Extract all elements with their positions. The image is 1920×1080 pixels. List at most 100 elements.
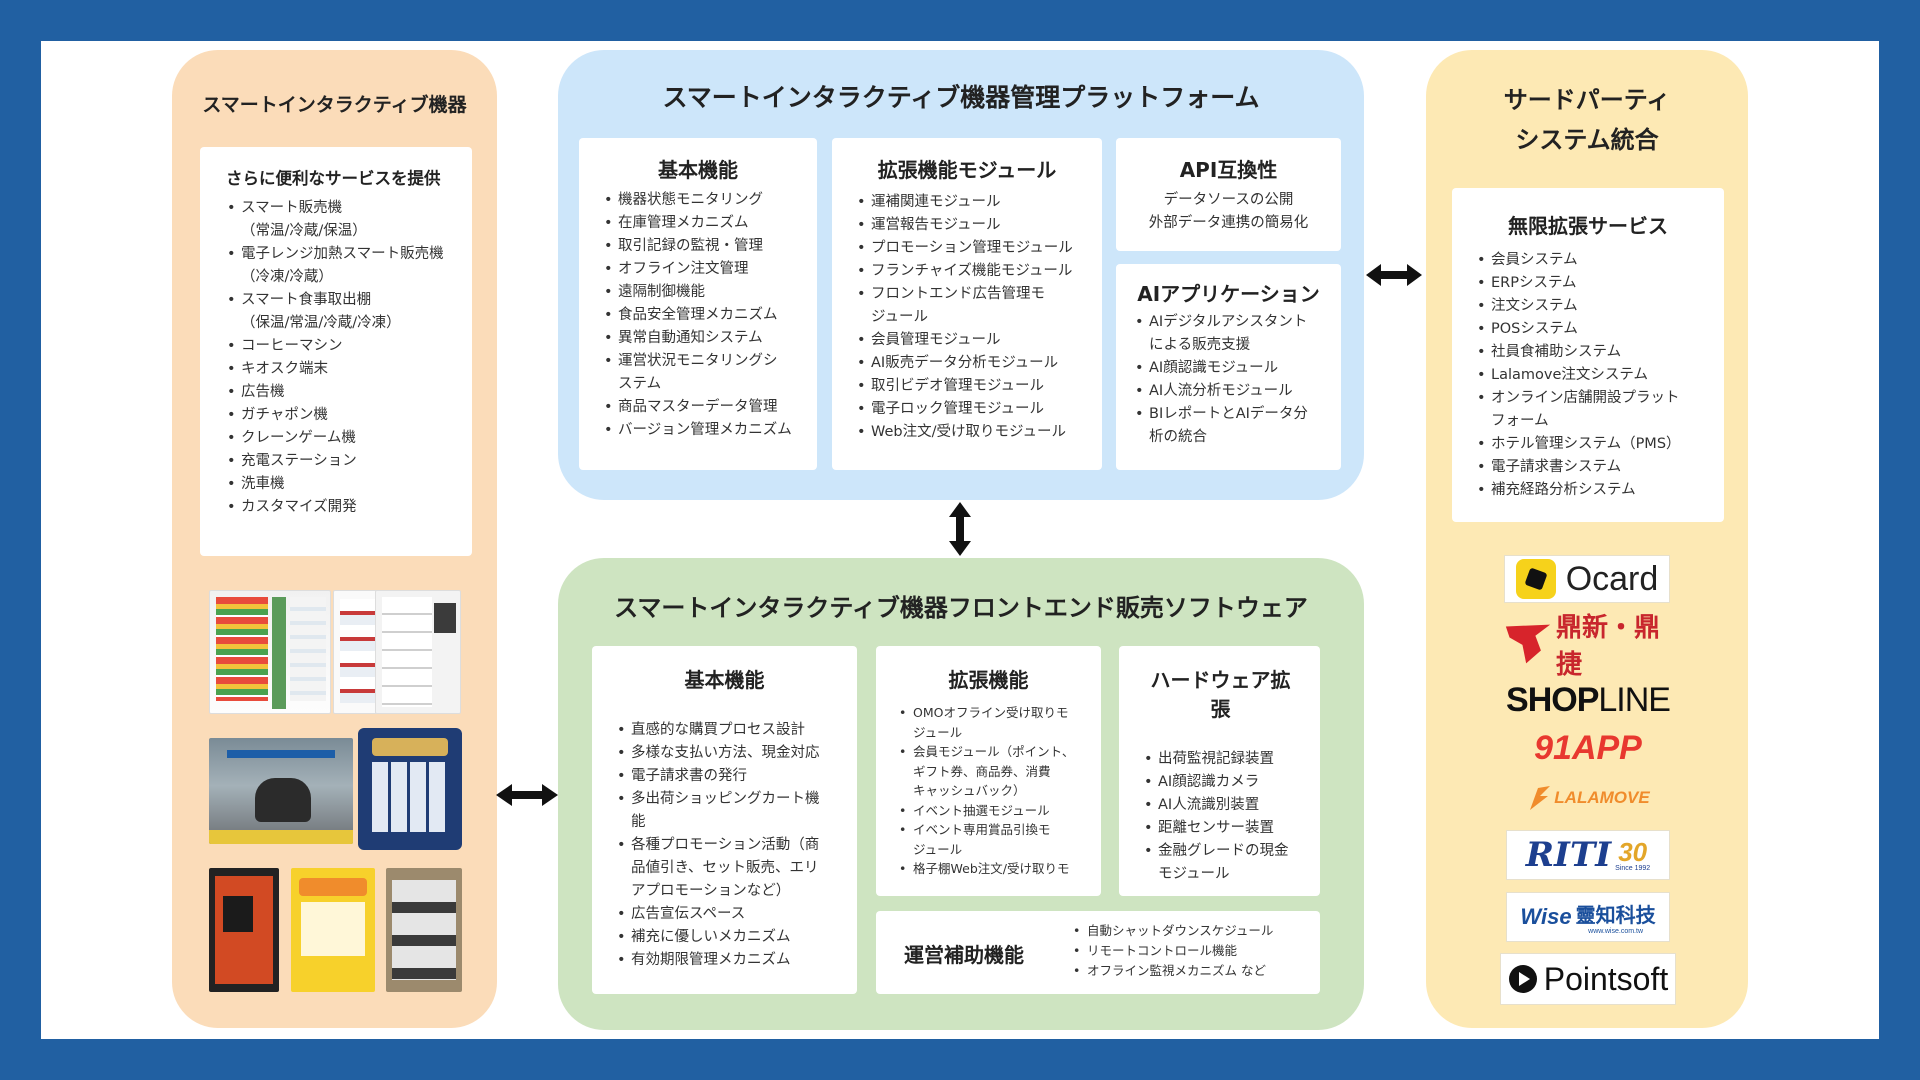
device-list-item: 充電ステーション [226,450,458,473]
lalamove-text: LALAMOVE [1554,788,1650,807]
unlimited-services-list: 会員システムERPシステム注文システムPOSシステム社員食補助システムLalam… [1476,249,1718,502]
dingxin-text: 鼎新・鼎捷 [1556,613,1661,680]
frontend-ext-list: OMOオフライン受け取りモ ジュール会員モジュール（ポイント、 ギフト券、商品券… [898,703,1097,879]
frontend-ext-item: 格子棚Web注文/受け取りモ [898,859,1097,879]
right-bidirectional-arrow [1366,264,1422,286]
ai-list: AIデジタルアシスタント による販売支援AI顔認識モジュールAI人流分析モジュー… [1134,311,1335,449]
hardware-item: 金融グレードの現金 モジュール [1143,840,1316,886]
frontend-software-panel: スマートインタラクティブ機器フロントエンド販売ソフトウェア 基本機能 直感的な購… [558,558,1364,1030]
claw-machine-photo [291,868,375,992]
device-list-item: クレーンゲーム機 [226,427,458,450]
hardware-title: ハードウェア拡張 [1150,668,1291,721]
platform-ext-card: 拡張機能モジュール 運補関連モジュール運営報告モジュールプロモーション管理モジュ… [832,138,1102,470]
ocard-icon [1515,559,1556,599]
ops-item: リモートコントロール機能 [1072,941,1273,961]
wise-url: www.wise.com.tw [1588,928,1643,935]
gachapon-tower-photo [358,728,462,850]
third-party-column: サードパーティ システム統合 無限拡張サービス 会員システムERPシステム注文シ… [1426,50,1748,1028]
ai-item: AIデジタルアシスタント による販売支援 [1134,311,1335,357]
riti-30: 30 [1618,836,1648,867]
platform-basic-item: 遠隔制御機能 [603,281,807,304]
frontend-basic-item: 各種プロモーション活動（商 品値引き、セット販売、エリ アプロモーションなど） [616,834,851,903]
wise-name-block: 靈知科技 www.wise.com.tw [1576,899,1656,935]
platform-basic-item: 食品安全管理メカニズム [603,304,807,327]
riti-text: RITI [1525,835,1612,875]
pointsoft-text: Pointsoft [1543,960,1669,997]
frontend-software-title: スマートインタラクティブ機器フロントエンド販売ソフトウェア [614,594,1308,622]
device-list-item: スマート販売機 （常温/冷蔵/保温） [226,197,458,243]
third-party-item: 注文システム [1476,295,1718,318]
ops-card: 運営補助機能 自動シャットダウンスケジュールリモートコントロール機能オフライン監… [876,911,1320,994]
car-wash-photo [209,738,353,844]
devices-card-title: さらに便利なサービスを提供 [226,169,441,188]
ops-item: 自動シャットダウンスケジュール [1072,921,1273,941]
vending-machine-photo [209,590,331,714]
lalamove-icon [1530,786,1551,810]
wise-chinese: 靈知科技 [1575,903,1656,927]
third-party-item: オンライン店舗開設プラット フォーム [1476,387,1718,433]
hardware-item: AI顔認識カメラ [1143,771,1316,794]
platform-basic-item: バージョン管理メカニズム [603,419,807,442]
frontend-basic-item: 直感的な購買プロセス設計 [616,719,851,742]
ai-title: AIアプリケーション [1137,282,1320,306]
platform-basic-item: 機器状態モニタリング [603,189,807,212]
device-list-item: キオスク端末 [226,358,458,381]
devices-list: スマート販売機 （常温/冷蔵/保温）電子レンジ加熱スマート販売機 （冷凍/冷蔵）… [226,197,458,519]
smart-devices-title: スマートインタラクティブ機器 [202,94,467,116]
riti-logo: RITI 30 Since 1992 [1506,830,1670,880]
platform-ext-item: 電子ロック管理モジュール [856,398,1096,421]
hardware-card: ハードウェア拡張 出荷監視記録装置AI顔認識カメラAI人流識別装置距離センサー装… [1119,646,1320,896]
management-platform-title: スマートインタラクティブ機器管理プラットフォーム [662,83,1260,112]
smart-devices-column: スマートインタラクティブ機器 さらに便利なサービスを提供 スマート販売機 （常温… [172,50,497,1028]
left-bidirectional-arrow [496,784,558,806]
platform-basic-item: 商品マスターデータ管理 [603,396,807,419]
third-party-item: 社員食補助システム [1476,341,1718,364]
third-party-item: POSシステム [1476,318,1718,341]
hardware-list: 出荷監視記録装置AI顔認識カメラAI人流識別装置距離センサー装置金融グレードの現… [1143,748,1316,886]
lalamove-logo: LALAMOVE [1516,778,1660,818]
frontend-basic-item: 多様な支払い方法、現金対応 [616,742,851,765]
platform-basic-list: 機器状態モニタリング在庫管理メカニズム取引記録の監視・管理オフライン注文管理遠隔… [603,189,807,442]
platform-basic-item: 運営状況モニタリングシ ステム [603,350,807,396]
ai-item: BIレポートとAIデータ分 析の統合 [1134,403,1335,449]
device-list-item: コーヒーマシン [226,335,458,358]
pointsoft-logo: Pointsoft [1500,953,1676,1005]
frontend-ext-item: OMOオフライン受け取りモ ジュール [898,703,1097,742]
platform-ext-title: 拡張機能モジュール [877,158,1057,182]
device-list-item: 広告機 [226,381,458,404]
third-party-title-line-2: システム統合 [1515,126,1659,154]
device-list-item: 電子レンジ加熱スマート販売機 （冷凍/冷蔵） [226,243,458,289]
frontend-basic-item: 有効期限管理メカニズム [616,949,851,972]
capsule-toy-machines-photo [386,868,462,992]
platform-ext-item: 取引ビデオ管理モジュール [856,375,1096,398]
platform-basic-item: 異常自動通知システム [603,327,807,350]
shopline-text-light: LINE [1598,680,1671,719]
platform-basic-title: 基本機能 [658,158,738,182]
device-list-item: スマート食事取出棚 （保温/常温/冷蔵/冷凍） [226,289,458,335]
platform-basic-item: 在庫管理メカニズム [603,212,807,235]
wise-text: Wise [1520,904,1572,929]
unlimited-services-title: 無限拡張サービス [1508,214,1668,238]
frontend-basic-item: 補充に優しいメカニズム [616,926,851,949]
api-line-2: 外部データ連携の簡易化 [1148,215,1309,231]
third-party-title: サードパーティ システム統合 [1426,80,1748,160]
platform-ext-item: フロントエンド広告管理モ ジュール [856,283,1096,329]
frontend-basic-item: 電子請求書の発行 [616,765,851,788]
unlimited-services-card: 無限拡張サービス 会員システムERPシステム注文システムPOSシステム社員食補助… [1452,188,1724,522]
third-party-item: 補充経路分析システム [1476,479,1718,502]
api-line-1: データソースの公開 [1163,192,1294,208]
frontend-ext-item: イベント抽選モジュール [898,801,1097,821]
ocard-text: Ocard [1565,559,1659,598]
frontend-basic-list: 直感的な購買プロセス設計多様な支払い方法、現金対応電子請求書の発行多出荷ショッピ… [616,719,851,972]
api-title: API互換性 [1179,158,1278,182]
third-party-item: ホテル管理システム（PMS） [1476,433,1718,456]
platform-ext-item: AI販売データ分析モジュール [856,352,1096,375]
platform-ext-list: 運補関連モジュール運営報告モジュールプロモーション管理モジュールフランチャイズ機… [856,191,1096,444]
third-party-item: Lalamove注文システム [1476,364,1718,387]
frontend-basic-card: 基本機能 直感的な購買プロセス設計多様な支払い方法、現金対応電子請求書の発行多出… [592,646,857,994]
frontend-ext-card: 拡張機能 OMOオフライン受け取りモ ジュール会員モジュール（ポイント、 ギフト… [876,646,1101,896]
device-list-item: カスタマイズ開発 [226,496,458,519]
platform-ext-item: プロモーション管理モジュール [856,237,1096,260]
frontend-basic-title: 基本機能 [684,668,765,692]
riti-badge: 30 Since 1992 [1615,839,1650,872]
